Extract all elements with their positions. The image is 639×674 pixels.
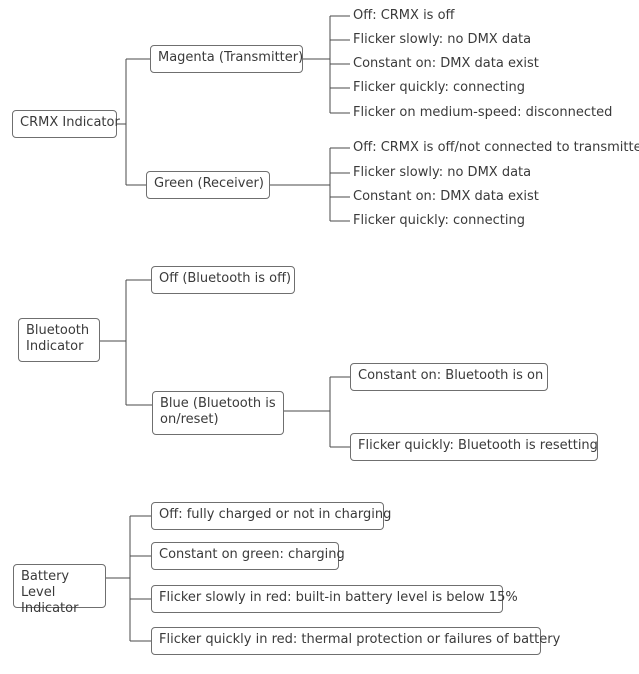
bluetooth-indicator-node: Bluetooth Indicator [18, 318, 100, 362]
bluetooth-resetting-node: Flicker quickly: Bluetooth is resetting [350, 433, 598, 461]
magenta-item-flicker-quickly: Flicker quickly: connecting [353, 80, 525, 95]
magenta-item-flicker-slowly: Flicker slowly: no DMX data [353, 32, 532, 47]
magenta-item-off: Off: CRMX is off [353, 8, 455, 23]
crmx-indicator-node: CRMX Indicator [12, 110, 120, 138]
magenta-transmitter-node: Magenta (Transmitter) [150, 45, 303, 73]
battery-failure-node: Flicker quickly in red: thermal protecti… [151, 627, 560, 655]
battery-level-indicator-node: Battery Level Indicator [13, 564, 106, 616]
magenta-item-flicker-medium: Flicker on medium-speed: disconnected [353, 105, 613, 120]
green-item-flicker-slowly: Flicker slowly: no DMX data [353, 165, 532, 180]
green-item-off: Off: CRMX is off/not connected to transm… [353, 140, 639, 155]
bluetooth-off-node: Off (Bluetooth is off) [151, 266, 295, 294]
battery-charging-node: Constant on green: charging [151, 542, 345, 570]
green-item-constant-on: Constant on: DMX data exist [353, 189, 539, 204]
green-item-flicker-quickly: Flicker quickly: connecting [353, 213, 525, 228]
magenta-item-constant-on: Constant on: DMX data exist [353, 56, 539, 71]
battery-low-node: Flicker slowly in red: built-in battery … [151, 585, 518, 613]
battery-off-node: Off: fully charged or not in charging [151, 502, 391, 530]
bluetooth-constant-on-node: Constant on: Bluetooth is on [350, 363, 548, 391]
blue-reset-node: Blue (Bluetooth is on/reset) [152, 391, 284, 435]
green-receiver-node: Green (Receiver) [146, 171, 270, 199]
